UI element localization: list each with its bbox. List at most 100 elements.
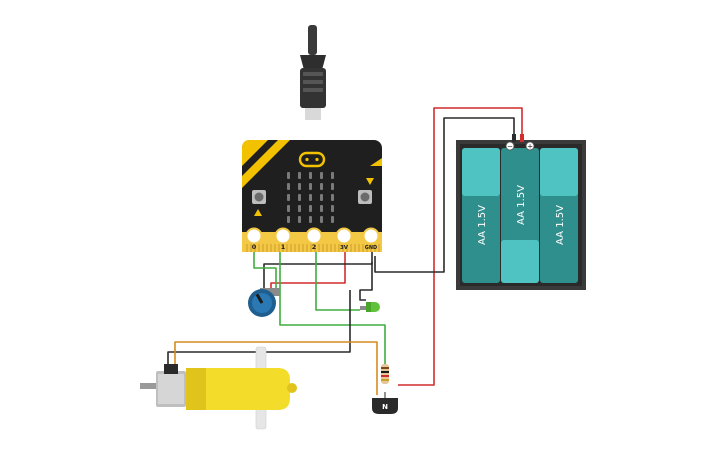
matrix-led [331, 216, 334, 223]
matrix-led [298, 194, 301, 201]
matrix-led [320, 205, 323, 212]
edge-contact [306, 244, 308, 252]
wire-black-led [359, 262, 373, 301]
matrix-led [298, 216, 301, 223]
pin-gnd-label: GND [365, 245, 377, 251]
edge-contact [254, 244, 256, 252]
matrix-led [298, 183, 301, 190]
edge-contact [266, 244, 268, 252]
matrix-led [298, 205, 301, 212]
wire-red-3v [270, 250, 346, 292]
pin-0-label: 0 [252, 243, 257, 251]
pin-0[interactable]: 0 [245, 227, 263, 252]
matrix-led [287, 216, 290, 223]
battery-pack: AA 1.5V AA 1.5V AA 1.5V − + [456, 134, 586, 290]
edge-contact [322, 244, 324, 252]
pin-3v[interactable]: 3V [335, 227, 353, 252]
potentiometer[interactable] [248, 288, 280, 317]
battery-terminal-minus[interactable]: − [505, 141, 515, 151]
transistor-label: N [382, 403, 388, 411]
edge-contact [346, 244, 348, 252]
green-led [360, 302, 380, 312]
edge-contact [274, 244, 276, 252]
edge-contact [370, 244, 372, 252]
wire-black-battery [374, 117, 515, 273]
matrix-led [320, 194, 323, 201]
battery-cell-1: AA 1.5V [462, 148, 500, 283]
wire-red-battery [398, 107, 523, 386]
battery-terminal-plus[interactable]: + [525, 141, 535, 151]
edge-contact [362, 244, 364, 252]
svg-text:−: − [507, 143, 513, 151]
wire-green-pin2 [315, 250, 360, 311]
matrix-led [320, 216, 323, 223]
battery-cell-1-label: AA 1.5V [477, 205, 488, 245]
pin-2[interactable]: 2 [305, 227, 323, 252]
matrix-led [287, 194, 290, 201]
battery-cell-3-label: AA 1.5V [555, 205, 566, 245]
edge-contact [314, 244, 316, 252]
edge-contact [354, 244, 356, 252]
wire-green-pin1 [279, 250, 386, 366]
edge-contact [378, 244, 380, 252]
edge-contact [262, 244, 264, 252]
edge-contact [258, 244, 260, 252]
edge-contact [330, 244, 332, 252]
pin-1-label: 1 [281, 243, 286, 251]
edge-contact [318, 244, 320, 252]
matrix-led [320, 172, 323, 179]
edge-contact [374, 244, 376, 252]
wire-black-gnd-pot [263, 252, 373, 292]
edge-contact [358, 244, 360, 252]
edge-contact [342, 244, 344, 252]
edge-contact [326, 244, 328, 252]
edge-contact [294, 244, 296, 252]
button-b-marker [366, 178, 374, 185]
edge-contact [310, 244, 312, 252]
battery-cell-2-label: AA 1.5V [516, 185, 527, 225]
dc-gear-motor [140, 346, 297, 430]
matrix-led [298, 172, 301, 179]
button-b[interactable] [358, 190, 372, 204]
edge-contact [286, 244, 288, 252]
matrix-led [331, 205, 334, 212]
edge-contact [334, 244, 336, 252]
pin-gnd[interactable]: GND [362, 227, 380, 252]
battery-cell-3: AA 1.5V [540, 148, 578, 283]
edge-contact [366, 244, 368, 252]
pin-1[interactable]: 1 [274, 227, 292, 252]
matrix-led [287, 205, 290, 212]
matrix-led [287, 172, 290, 179]
matrix-led [309, 205, 312, 212]
edge-contact [270, 244, 272, 252]
button-a-marker [254, 209, 262, 216]
matrix-led [309, 194, 312, 201]
svg-text:+: + [527, 143, 533, 151]
edge-contact [250, 244, 252, 252]
matrix-led [320, 183, 323, 190]
pin-3v-label: 3V [340, 245, 349, 251]
edge-contact [338, 244, 340, 252]
edge-contact [298, 244, 300, 252]
matrix-led [309, 183, 312, 190]
microbit-board: 0 1 2 3V GND [242, 140, 382, 252]
led-matrix [287, 172, 334, 223]
resistor [381, 364, 389, 384]
matrix-led [331, 194, 334, 201]
matrix-led [309, 216, 312, 223]
button-a[interactable] [252, 190, 266, 204]
matrix-led [331, 172, 334, 179]
edge-contact [278, 244, 280, 252]
wire-orange-motor [174, 341, 378, 395]
matrix-led [331, 183, 334, 190]
edge-contact [302, 244, 304, 252]
matrix-led [287, 183, 290, 190]
microbit-logo [298, 151, 326, 168]
battery-cell-2: AA 1.5V [501, 148, 539, 283]
usb-cable [300, 25, 326, 120]
edge-contact [350, 244, 352, 252]
edge-contact [246, 244, 248, 252]
matrix-led [309, 172, 312, 179]
